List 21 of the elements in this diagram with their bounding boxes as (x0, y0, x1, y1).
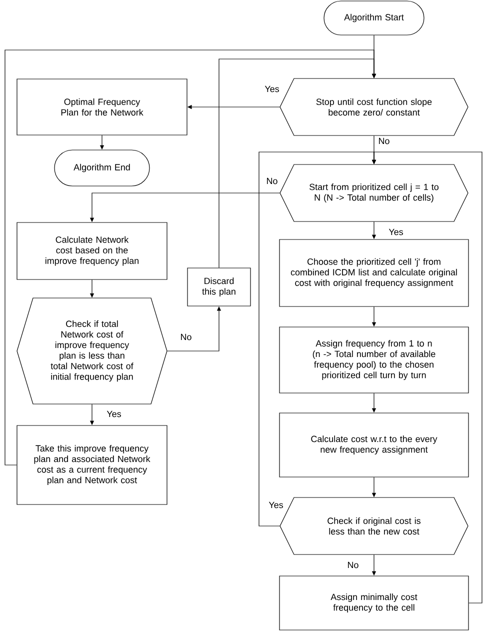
process-box: Choose the prioritized cell 'j' from combined ICDM list and calculate original cost with original frequency assignment (279, 239, 469, 307)
edge-label: Yes (106, 410, 122, 418)
process-box: Calculate cost w.r.t to the every new frequency assignment (279, 412, 469, 478)
process-box: Take this improve frequency plan and associated Network cost as a current frequency plan and Network cost (16, 425, 168, 505)
process-box: Discard this plan (187, 268, 251, 306)
process-box: Optimal Frequency Plan for the Network (16, 78, 188, 136)
edge-label: No (265, 176, 279, 186)
edge-label: Yes (264, 84, 280, 94)
process-box: Assign minimally cost frequency to the cell (279, 576, 469, 630)
arrow (218, 58, 376, 268)
process-box: Assign frequency from 1 to n (n -> Total number of available frequency pool) to the chosen prioritized cell turn by turn (279, 326, 469, 394)
decision-hexagon: Stop until cost function slope become zero/ constant (280, 78, 468, 136)
edge-label: Yes (388, 228, 404, 236)
decision-hexagon: Start from prioritized cell j = 1 to N (N -> Total number of cells) (280, 164, 468, 222)
arrow (258, 152, 376, 526)
edge-label: No (377, 136, 391, 146)
edge-label: No (179, 332, 193, 342)
process-box: Calculate Network cost based on the improve frequency plan (16, 222, 168, 280)
decision-hexagon: Check if total Network cost of improve frequency plan is less than total Network cost of initial frequency plan (16, 298, 168, 404)
arrow (4, 50, 376, 466)
edge-label: No (346, 560, 360, 570)
